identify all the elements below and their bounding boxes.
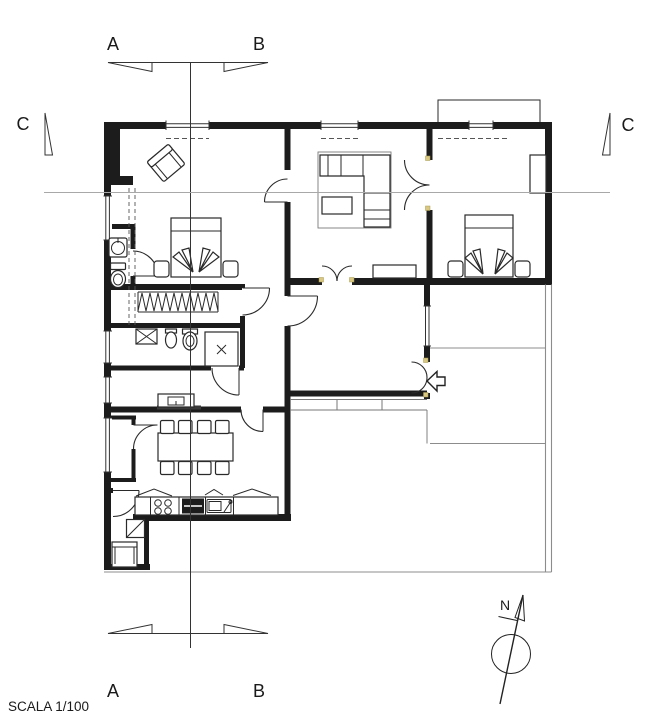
built-in-closet bbox=[529, 154, 547, 194]
windows bbox=[103, 120, 494, 473]
pillows bbox=[464, 248, 514, 275]
bathroom2-fixtures bbox=[135, 328, 239, 367]
cooktop bbox=[154, 499, 172, 515]
scale-caption: SCALA 1/100 bbox=[8, 699, 89, 714]
section-ab: A B A B bbox=[107, 34, 269, 701]
window-top-2 bbox=[320, 120, 359, 130]
bathroom1-fixtures bbox=[108, 237, 128, 289]
north-label: N bbox=[500, 597, 510, 613]
door-jamb-icon bbox=[425, 205, 431, 211]
door-hall-west bbox=[287, 295, 319, 327]
section-label-b-bottom: B bbox=[253, 681, 265, 701]
chair bbox=[159, 460, 175, 476]
corner-sofa bbox=[319, 154, 391, 228]
door-wardrobe bbox=[242, 287, 271, 316]
window-left-1 bbox=[103, 195, 112, 241]
bed-2 bbox=[447, 154, 547, 278]
door-jamb-icon bbox=[349, 277, 355, 283]
wall-closet bbox=[111, 415, 136, 482]
section-label-c-right: C bbox=[622, 115, 635, 135]
building bbox=[103, 99, 553, 573]
section-c: C C bbox=[17, 112, 635, 193]
furniture bbox=[108, 144, 547, 568]
rug bbox=[317, 151, 392, 229]
window-hall-east bbox=[423, 305, 431, 347]
toilet-tank bbox=[109, 262, 127, 271]
chair bbox=[196, 460, 212, 476]
walkway-pavers bbox=[290, 399, 427, 411]
north-arrowhead-icon bbox=[514, 594, 526, 622]
section-marker-c-left bbox=[44, 112, 54, 156]
wardrobe-rail bbox=[137, 291, 219, 313]
kitchen-counter bbox=[134, 488, 279, 516]
wall-pier-topleft bbox=[104, 122, 120, 184]
door-jamb-icon bbox=[423, 392, 429, 398]
section-marker-c-right bbox=[601, 112, 611, 156]
section-label-a-bottom: A bbox=[107, 681, 119, 701]
wall-stub-topleft bbox=[104, 176, 133, 185]
chair bbox=[196, 419, 212, 435]
section-marker-ab-bottom bbox=[107, 623, 269, 634]
north-tick bbox=[498, 615, 518, 622]
living-set bbox=[317, 151, 417, 279]
door-jamb-icon bbox=[425, 155, 431, 161]
window-left-4 bbox=[103, 417, 112, 473]
section-marker-ab-top bbox=[107, 62, 269, 73]
bay-projection bbox=[437, 99, 541, 122]
section-label-c-left: C bbox=[17, 114, 30, 134]
nightstand bbox=[222, 260, 239, 278]
coffee-table bbox=[321, 196, 353, 215]
tv-cabinet bbox=[372, 264, 417, 279]
walls bbox=[104, 122, 552, 570]
dashed-lines bbox=[128, 138, 507, 325]
terrace-step-lower bbox=[426, 410, 546, 445]
compass-circle bbox=[491, 634, 531, 674]
pillows bbox=[172, 247, 220, 273]
door-jamb-icon bbox=[423, 357, 429, 363]
chair bbox=[159, 419, 175, 435]
door-living-double bbox=[318, 265, 355, 283]
door-closet bbox=[132, 424, 158, 450]
chair bbox=[177, 419, 193, 435]
window-top-3 bbox=[468, 120, 494, 130]
bed-1 bbox=[153, 217, 239, 278]
nightstand bbox=[514, 260, 531, 278]
shower-drain-icon bbox=[216, 344, 227, 355]
door-dining bbox=[240, 409, 264, 433]
dining-table bbox=[157, 432, 234, 462]
chair bbox=[177, 460, 193, 476]
upper-cabinet-marks bbox=[135, 488, 272, 497]
kitchen-sink bbox=[206, 499, 233, 513]
entrance-arrow-icon bbox=[425, 369, 446, 393]
door-bedroom2-double bbox=[403, 155, 431, 211]
section-label-a-top: A bbox=[107, 34, 119, 54]
chair bbox=[214, 419, 230, 435]
door-entrance bbox=[411, 357, 429, 398]
oven bbox=[182, 498, 204, 514]
door-bathroom2 bbox=[211, 367, 240, 396]
door-studio bbox=[263, 178, 288, 203]
bidet bbox=[164, 331, 178, 349]
door-jamb-icon bbox=[318, 277, 324, 283]
armchair bbox=[147, 144, 185, 182]
nightstand bbox=[447, 260, 464, 278]
utility-fixtures bbox=[111, 518, 146, 568]
dining-set bbox=[157, 419, 234, 476]
nightstand bbox=[153, 260, 170, 278]
chair bbox=[214, 460, 230, 476]
window-left-3 bbox=[103, 376, 112, 404]
console-table bbox=[157, 393, 201, 410]
section-label-b-top: B bbox=[253, 34, 265, 54]
north-needle bbox=[499, 594, 524, 705]
north-arrow: N bbox=[491, 594, 531, 705]
terrace-lines bbox=[104, 99, 553, 573]
window-left-2 bbox=[103, 330, 112, 364]
laundry-basin bbox=[111, 541, 138, 568]
terrace-east-edge bbox=[544, 284, 553, 572]
window-top-1 bbox=[165, 120, 210, 130]
